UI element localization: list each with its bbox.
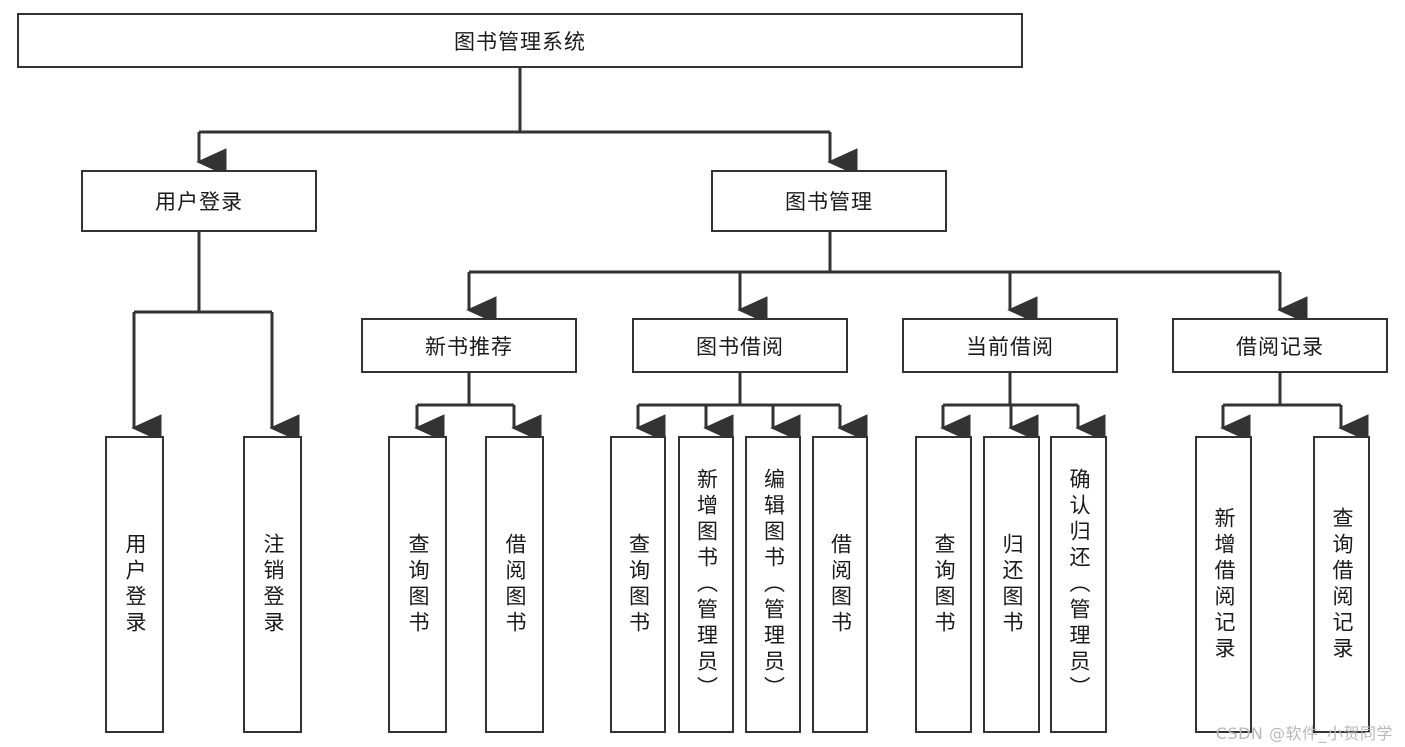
node-leaf-borrow-book[interactable]: 借阅图书 [812, 436, 868, 733]
node-leaf-borrow-book-recommend-label: 借阅图书 [503, 532, 527, 637]
node-current-borrow[interactable]: 当前借阅 [902, 318, 1118, 373]
node-book-manage[interactable]: 图书管理 [711, 170, 947, 232]
node-new-book-recommend-label: 新书推荐 [425, 334, 513, 359]
node-leaf-add-book-admin[interactable]: 新增图书（管理员） [678, 436, 734, 733]
node-user-login-label: 用户登录 [155, 190, 243, 214]
node-leaf-user-login[interactable]: 用户登录 [105, 436, 164, 733]
node-leaf-query-book-current[interactable]: 查询图书 [915, 436, 972, 733]
node-leaf-query-book-recommend[interactable]: 查询图书 [388, 436, 447, 733]
node-new-book-recommend[interactable]: 新书推荐 [361, 318, 577, 373]
node-leaf-query-book-current-label: 查询图书 [932, 532, 956, 637]
node-user-login[interactable]: 用户登录 [81, 170, 317, 232]
node-leaf-query-book-borrow[interactable]: 查询图书 [610, 436, 666, 733]
node-leaf-user-login-label: 用户登录 [123, 532, 147, 637]
node-leaf-add-borrow-record-label: 新增借阅记录 [1212, 506, 1236, 663]
node-current-borrow-label: 当前借阅 [966, 334, 1054, 359]
node-root[interactable]: 图书管理系统 [17, 13, 1023, 68]
node-leaf-user-logout-label: 注销登录 [261, 532, 285, 637]
node-leaf-confirm-return-admin-label: 确认归还（管理员） [1067, 467, 1091, 702]
node-leaf-query-borrow-record-label: 查询借阅记录 [1330, 506, 1354, 663]
node-root-label: 图书管理系统 [454, 29, 586, 54]
node-leaf-query-borrow-record[interactable]: 查询借阅记录 [1313, 436, 1370, 733]
node-book-manage-label: 图书管理 [785, 190, 873, 214]
node-leaf-borrow-book-label: 借阅图书 [828, 532, 853, 637]
node-leaf-query-book-borrow-label: 查询图书 [626, 532, 651, 637]
node-leaf-add-borrow-record[interactable]: 新增借阅记录 [1195, 436, 1252, 733]
node-leaf-edit-book-admin[interactable]: 编辑图书（管理员） [745, 436, 801, 733]
node-leaf-add-book-admin-label: 新增图书（管理员） [694, 467, 719, 702]
csdn-watermark: CSDN @软件_小贺同学 [1215, 724, 1393, 743]
node-book-borrow-label: 图书借阅 [696, 334, 784, 359]
node-leaf-edit-book-admin-label: 编辑图书（管理员） [761, 467, 786, 702]
node-borrow-record-label: 借阅记录 [1236, 334, 1324, 359]
node-borrow-record[interactable]: 借阅记录 [1172, 318, 1388, 373]
node-book-borrow[interactable]: 图书借阅 [632, 318, 848, 373]
node-leaf-query-book-recommend-label: 查询图书 [406, 532, 430, 637]
node-leaf-borrow-book-recommend[interactable]: 借阅图书 [485, 436, 544, 733]
node-leaf-return-book-label: 归还图书 [1000, 532, 1024, 637]
node-leaf-return-book[interactable]: 归还图书 [983, 436, 1040, 733]
node-leaf-confirm-return-admin[interactable]: 确认归还（管理员） [1050, 436, 1107, 733]
node-leaf-user-logout[interactable]: 注销登录 [243, 436, 302, 733]
